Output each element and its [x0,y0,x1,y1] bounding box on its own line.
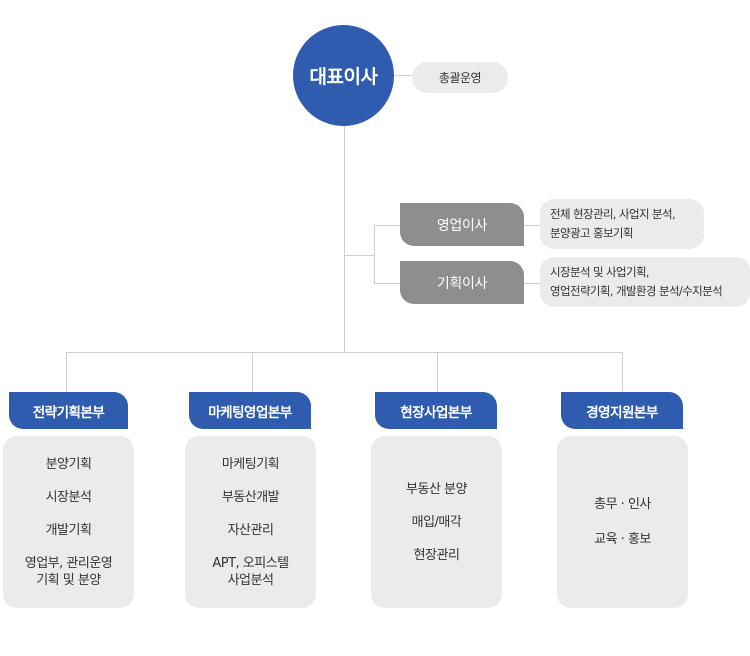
dept-field-title: 현장사업본부 [375,392,497,429]
dept-marketing-item-1: 마케팅기획 [221,456,280,472]
exec-planning-desc: 시장분석 및 사업기획, 영업전략기획, 개발환경 분석/수지분석 [540,257,750,307]
exec-sales-desc-line-2: 분양광고 홍보기획 [550,226,634,240]
dept-marketing-item-3: 자산관리 [227,522,274,538]
connector-exec-branch [344,255,374,256]
dept-support-item-1: 총무 · 인사 [594,497,651,512]
dept-support-title: 경영지원본부 [561,392,683,429]
dept-marketing-item-2: 부동산개발 [221,489,280,505]
connector-exec1-desc [524,225,540,226]
connector-dept2 [252,352,253,392]
connector-exec1 [374,225,400,226]
dept-field-item-2: 매입/매각 [411,514,462,530]
dept-strategy-item-2: 시장분석 [45,489,92,505]
dept-support-item-2: 교육 · 홍보 [594,532,651,547]
ceo-node: 대표이사 [293,25,394,126]
exec-planning-desc-line-2: 영업전략기획, 개발환경 분석/수지분석 [550,284,723,298]
dept-strategy-title: 전략기획본부 [9,392,128,429]
connector-exec2-desc [524,283,540,284]
exec-sales-desc-line-1: 전체 현장관리, 사업지 분석, [550,207,676,221]
connector-dept4 [622,352,623,392]
connector-exec-vertical [374,225,375,283]
exec-planning-director: 기획이사 [400,261,524,304]
dept-strategy-item-3: 개발기획 [45,522,92,538]
dept-strategy-box: 분양기획 시장분석 개발기획 영업부, 관리운영 기획 및 분양 [3,436,134,608]
connector-exec2 [374,283,400,284]
exec-sales-desc: 전체 현장관리, 사업지 분석, 분양광고 홍보기획 [540,199,704,249]
dept-marketing-item-4: APT, 오피스텔 사업분석 [212,555,289,588]
connector-dept3 [437,352,438,392]
dept-field-item-1: 부동산 분양 [406,481,467,497]
connector-dept1 [66,352,67,392]
dept-marketing-title: 마케팅영업본부 [189,392,311,429]
dept-field-box: 부동산 분양 매입/매각 현장관리 [371,436,502,608]
connector-main-vertical [344,126,345,352]
dept-support-box: 총무 · 인사 교육 · 홍보 [557,436,688,608]
dept-strategy-item-1: 분양기획 [45,456,92,472]
exec-planning-desc-line-1: 시장분석 및 사업기획, [550,265,650,279]
connector-dept-horizontal [66,352,623,353]
dept-field-item-3: 현장관리 [413,547,460,563]
exec-sales-director: 영업이사 [400,203,524,246]
dept-strategy-item-4: 영업부, 관리운영 기획 및 분양 [24,555,113,588]
connector-ceo-role [394,75,412,76]
ceo-role-pill: 총괄운영 [412,62,508,93]
dept-marketing-box: 마케팅기획 부동산개발 자산관리 APT, 오피스텔 사업분석 [185,436,316,608]
